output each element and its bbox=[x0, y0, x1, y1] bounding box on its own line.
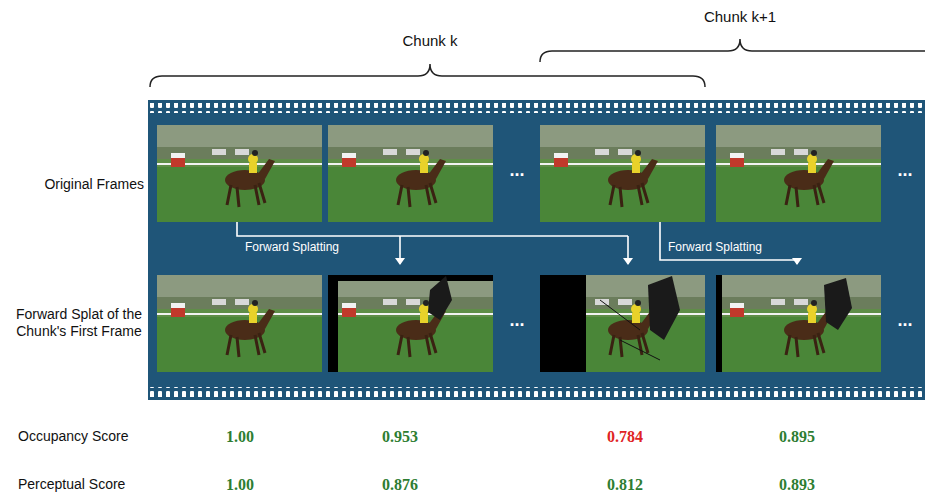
score-value: 1.00 bbox=[200, 475, 280, 494]
chunk-label: Chunk k+1 bbox=[680, 8, 800, 26]
row-label: Original Frames bbox=[8, 176, 144, 193]
score-value: 1.00 bbox=[200, 427, 280, 446]
metric-name: Occupancy Score bbox=[18, 428, 158, 445]
chunk-label: Chunk k bbox=[380, 32, 480, 50]
arrow-label: Forward Splatting bbox=[245, 240, 375, 254]
metric-name: Perceptual Score bbox=[18, 476, 158, 493]
ellipsis: ... bbox=[889, 160, 921, 182]
ellipsis: ... bbox=[499, 160, 535, 182]
ellipsis: ... bbox=[499, 310, 535, 332]
score-value: 0.893 bbox=[757, 475, 837, 494]
score-value: 0.876 bbox=[360, 475, 440, 494]
score-value: 0.953 bbox=[360, 427, 440, 446]
score-value: 0.784 bbox=[585, 427, 665, 446]
arrow-label: Forward Splatting bbox=[668, 240, 798, 254]
ellipsis: ... bbox=[889, 310, 921, 332]
score-value: 0.895 bbox=[757, 427, 837, 446]
score-value: 0.812 bbox=[585, 475, 665, 494]
row-label: Forward Splat of the Chunk's First Frame bbox=[14, 306, 144, 340]
